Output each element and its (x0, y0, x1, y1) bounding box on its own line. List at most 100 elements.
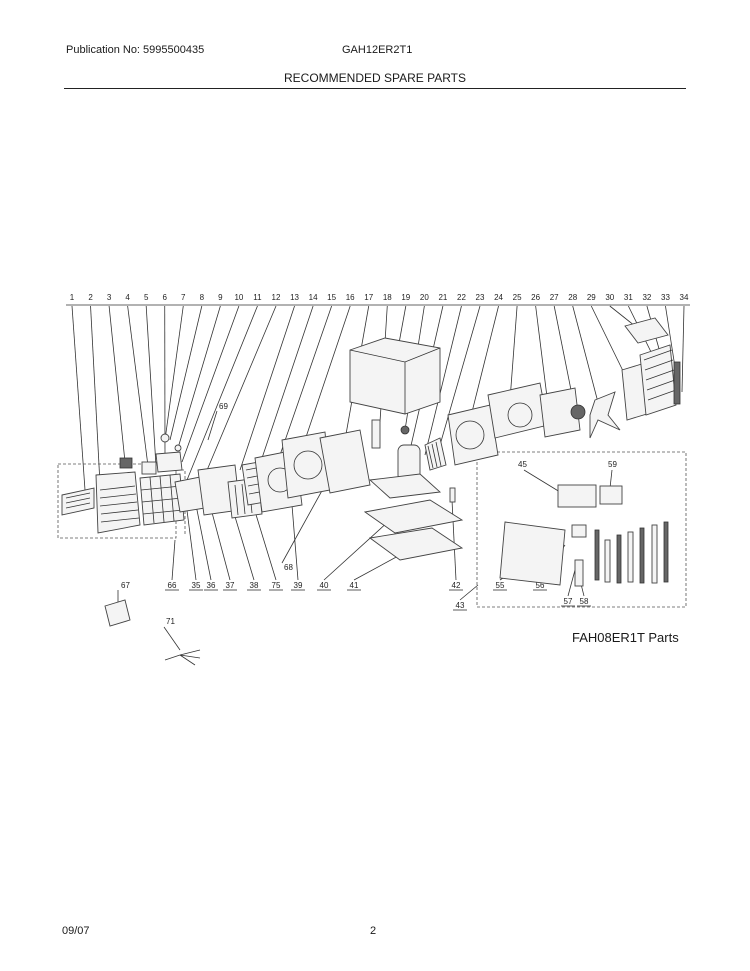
callout-label-7: 7 (181, 293, 186, 302)
scroll-housing-part (447, 404, 499, 466)
callout-label-42: 42 (452, 581, 461, 590)
leader-59 (609, 469, 613, 489)
callout-label-39: 39 (294, 581, 303, 590)
gasket-part (673, 361, 681, 405)
callout-label-58: 58 (580, 597, 589, 606)
leader-1 (71, 305, 86, 491)
callout-label-25: 25 (513, 293, 522, 302)
callout-label-21: 21 (438, 293, 447, 302)
leader-5 (145, 305, 157, 467)
callout-label-30: 30 (605, 293, 614, 302)
callout-label-69: 69 (219, 402, 228, 411)
inset-strip-1 (594, 529, 600, 581)
blower-wheel-part (424, 437, 447, 471)
fah08-parts-inset-box (476, 451, 687, 608)
callout-label-23: 23 (476, 293, 485, 302)
callout-label-68: 68 (284, 563, 293, 572)
leader-45 (523, 469, 561, 493)
callout-label-5: 5 (144, 293, 149, 302)
relay-part (400, 425, 410, 435)
callout-label-4: 4 (125, 293, 130, 302)
callout-label-29: 29 (587, 293, 596, 302)
callout-label-55: 55 (496, 581, 505, 590)
inset-coil-frame (499, 521, 566, 586)
leader-41 (353, 554, 401, 581)
front-panel-part (95, 471, 141, 534)
callout-label-34: 34 (680, 293, 689, 302)
callout-label-19: 19 (401, 293, 410, 302)
leader-7 (164, 305, 184, 441)
leader-12 (204, 305, 277, 476)
callout-label-45: 45 (518, 460, 527, 469)
callout-label-12: 12 (272, 293, 281, 302)
callout-label-10: 10 (234, 293, 243, 302)
leader-13 (239, 305, 295, 471)
callout-label-27: 27 (550, 293, 559, 302)
partition-part (319, 429, 371, 494)
leader-3 (108, 305, 126, 463)
inset-display (599, 485, 623, 505)
motor-mount-part (539, 387, 581, 438)
control-knob-part (119, 457, 133, 469)
callout-label-8: 8 (200, 293, 205, 302)
callout-label-59: 59 (608, 460, 617, 469)
inset-knob-a (571, 524, 587, 538)
callout-label-13: 13 (290, 293, 299, 302)
inset-bracket (574, 559, 584, 587)
leader-23 (439, 305, 481, 446)
callout-label-43: 43 (456, 601, 465, 610)
header-divider (64, 88, 686, 89)
callout-label-33: 33 (661, 293, 670, 302)
leader-9 (177, 305, 221, 449)
leader-11 (184, 305, 258, 486)
callout-label-56: 56 (536, 581, 545, 590)
callout-label-71: 71 (166, 617, 175, 626)
callout-label-35: 35 (192, 581, 201, 590)
leader-8 (169, 305, 203, 441)
switch-part (141, 461, 157, 475)
power-cord-part (164, 649, 201, 666)
callout-label-31: 31 (624, 293, 633, 302)
base-frame-part (368, 527, 464, 561)
callout-label-57: 57 (564, 597, 573, 606)
valve-part (371, 419, 381, 449)
callout-label-24: 24 (494, 293, 503, 302)
page-title: RECOMMENDED SPARE PARTS (283, 71, 467, 85)
leader-34 (681, 305, 685, 393)
callout-label-16: 16 (346, 293, 355, 302)
footer-page-number: 2 (370, 925, 377, 937)
leader-2 (90, 305, 101, 485)
leader-26 (535, 305, 549, 406)
callout-label-40: 40 (320, 581, 329, 590)
callout-label-36: 36 (207, 581, 216, 590)
drain-part (449, 487, 456, 503)
leader-25 (509, 305, 518, 401)
leader-42 (451, 499, 457, 581)
thermostat-part (160, 433, 170, 443)
callout-label-6: 6 (163, 293, 168, 302)
capacitor-part (174, 444, 182, 452)
callout-label-14: 14 (309, 293, 318, 302)
inset-strip-2 (604, 539, 611, 583)
callout-label-20: 20 (420, 293, 429, 302)
leader-10 (181, 305, 240, 463)
leader-4 (127, 305, 149, 467)
callout-label-41: 41 (350, 581, 359, 590)
callout-label-1: 1 (70, 293, 75, 302)
model-number: GAH12ER2T1 (342, 44, 413, 56)
leader-37 (209, 504, 231, 581)
inset-strip-4 (627, 531, 634, 583)
publication-number: Publication No: 5995500435 (66, 44, 205, 56)
leader-14 (257, 305, 314, 471)
remote-control-part (104, 599, 131, 627)
leader-57 (567, 569, 576, 597)
inset-strip-3 (616, 534, 622, 584)
callout-label-67: 67 (121, 581, 130, 590)
callout-label-15: 15 (327, 293, 336, 302)
callout-label-75: 75 (272, 581, 281, 590)
inset-control-board (557, 484, 597, 508)
shroud-part (487, 382, 549, 439)
